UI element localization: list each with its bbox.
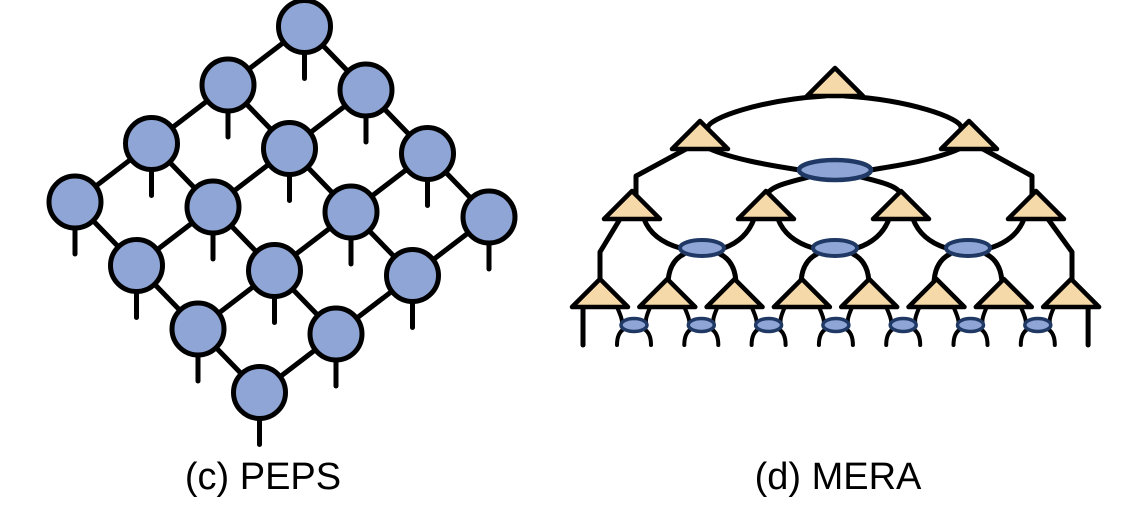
mera-disentangler [678, 238, 726, 258]
peps-tensor [184, 178, 242, 236]
mera-disentangler [796, 157, 874, 183]
peps-tensor [108, 237, 165, 294]
peps-tensor [399, 125, 456, 182]
mera-isometry [735, 188, 797, 222]
mera-bond [842, 93, 964, 130]
peps-tensor [460, 188, 518, 246]
mera-isometry [771, 276, 833, 310]
mera-physical-leg [642, 327, 653, 347]
mera-isometry [1040, 276, 1102, 310]
mera-physical-leg [951, 327, 963, 347]
mera-bond [641, 216, 683, 251]
mera-disentangler [888, 316, 918, 334]
mera-bond [633, 146, 689, 199]
peps-network [46, 0, 518, 447]
peps-tensor [261, 120, 318, 177]
peps-tensor [199, 56, 257, 114]
mera-bond [707, 146, 802, 173]
mera-physical-leg [816, 327, 828, 347]
mera-isometry [637, 276, 698, 310]
mera-physical-leg [682, 327, 694, 347]
mera-disentangler [753, 316, 784, 334]
mera-isometry [973, 276, 1035, 310]
peps-tensor [276, 0, 333, 55]
peps-tensor [322, 183, 380, 241]
peps-tensor [169, 300, 227, 358]
mera-disentangler [811, 238, 859, 258]
mera-bond [597, 216, 623, 288]
mera-disentangler [1023, 316, 1053, 334]
peps-tensor [246, 242, 303, 299]
mera-bond [705, 93, 828, 130]
mera-disentangler [955, 316, 986, 334]
mera-bond [987, 216, 1027, 251]
mera-disentangler [619, 316, 649, 334]
mera-bond [854, 173, 904, 200]
mera-physical-leg [884, 327, 896, 347]
peps-tensor [384, 247, 441, 304]
peps-tensor [337, 61, 395, 119]
peps-bonds [72, 24, 492, 395]
mera-disentangler [944, 238, 992, 258]
mera-disentangler [686, 316, 717, 334]
mera-bond [910, 216, 949, 251]
mera-isometry [838, 276, 900, 310]
mera-isometry [870, 188, 932, 222]
mera-physical-leg [749, 327, 761, 347]
mera-bond [1045, 216, 1075, 288]
mera-network [569, 65, 1102, 348]
peps-tensor [46, 173, 104, 231]
mera-physical-leg [1045, 327, 1057, 347]
mera-physical-leg [843, 327, 855, 347]
mera-isometry [804, 65, 866, 99]
mera-isometry [906, 276, 967, 310]
mera-physical-leg [1018, 327, 1030, 347]
mera-isometry [1005, 188, 1067, 222]
peps-caption: (c) PEPS [184, 456, 342, 498]
mera-bond [980, 146, 1035, 199]
mera-physical-leg [911, 327, 923, 347]
mera-physical-leg [978, 327, 990, 347]
peps-tensors [46, 0, 518, 447]
mera-bond [763, 173, 816, 200]
mera-isometry [569, 276, 631, 310]
mera-physical-leg [709, 327, 721, 347]
mera-isometry [704, 276, 765, 310]
peps-tensor [307, 305, 365, 363]
peps-tensor [123, 115, 180, 172]
mera-isometry [938, 118, 1000, 152]
mera-disentangler [821, 316, 851, 334]
mera-tensors [569, 65, 1102, 334]
mera-bond [854, 216, 892, 251]
mera-isometry [669, 118, 731, 152]
mera-physical-leg [615, 327, 626, 347]
mera-bond [868, 146, 962, 173]
mera-bond [775, 216, 816, 251]
peps-tensor [231, 364, 288, 421]
mera-isometry [601, 188, 663, 222]
mera-caption: (d) MERA [754, 456, 922, 498]
mera-physical-leg [776, 327, 788, 347]
mera-bond [721, 216, 757, 251]
